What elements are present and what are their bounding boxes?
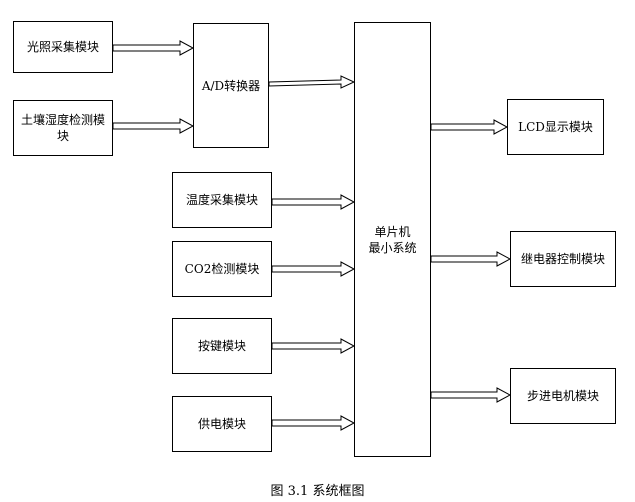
mcu-label-line2: 最小系统 bbox=[368, 240, 417, 255]
temperature-label: 温度采集模块 bbox=[185, 193, 258, 207]
power-module: 供电模块 bbox=[172, 396, 272, 452]
stepper-label: 步进电机模块 bbox=[526, 389, 599, 403]
stepper-motor-module: 步进电机模块 bbox=[510, 368, 616, 424]
keys-module: 按键模块 bbox=[172, 318, 272, 374]
relay-label: 继电器控制模块 bbox=[520, 252, 605, 266]
temperature-module: 温度采集模块 bbox=[172, 172, 272, 228]
arrow-power-to-mcu bbox=[271, 415, 356, 431]
arrow-temp-to-mcu bbox=[271, 194, 356, 210]
arrow-mcu-to-relay bbox=[430, 251, 512, 267]
arrow-adc-to-mcu bbox=[268, 75, 356, 89]
light-sensor-module: 光照采集模块 bbox=[13, 21, 113, 73]
co2-module: CO2检测模块 bbox=[172, 241, 272, 297]
soil-moisture-label: 土壤湿度检测模块 bbox=[20, 113, 105, 143]
arrow-soil-to-adc bbox=[112, 118, 195, 134]
lcd-label: LCD显示模块 bbox=[518, 120, 593, 134]
keys-label: 按键模块 bbox=[197, 339, 246, 353]
light-sensor-label: 光照采集模块 bbox=[26, 40, 99, 54]
arrow-co2-to-mcu bbox=[271, 261, 356, 277]
arrow-mcu-to-lcd bbox=[430, 119, 509, 135]
relay-module: 继电器控制模块 bbox=[510, 231, 616, 287]
co2-label: CO2检测模块 bbox=[184, 262, 260, 276]
lcd-module: LCD显示模块 bbox=[507, 99, 604, 155]
adc-module: A/D转换器 bbox=[193, 23, 269, 148]
arrow-mcu-to-stepper bbox=[430, 387, 512, 403]
power-label: 供电模块 bbox=[197, 417, 246, 431]
soil-moisture-module: 土壤湿度检测模块 bbox=[13, 100, 113, 156]
arrow-keys-to-mcu bbox=[271, 338, 356, 354]
adc-label: A/D转换器 bbox=[201, 78, 261, 93]
mcu-minimum-system: 单片机 最小系统 bbox=[354, 22, 431, 457]
mcu-label-line1: 单片机 bbox=[374, 224, 411, 239]
figure-caption: 图 3.1 系统框图 bbox=[270, 484, 365, 499]
arrow-light-to-adc bbox=[112, 40, 195, 56]
